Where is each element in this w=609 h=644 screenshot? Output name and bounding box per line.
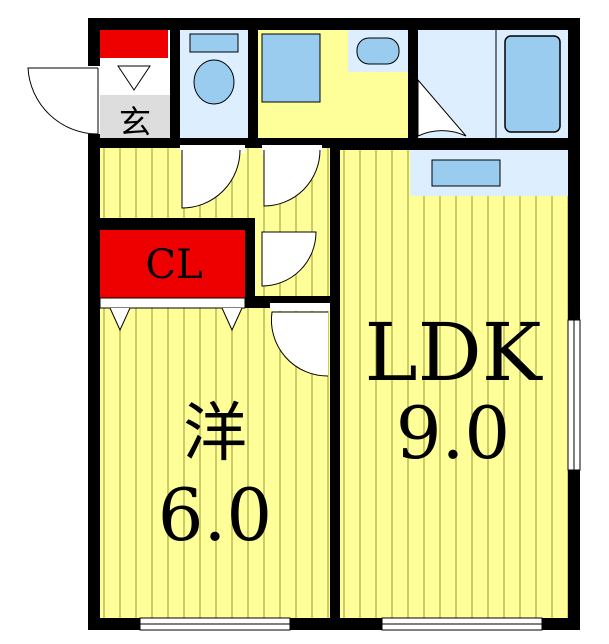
shoe-closet (100, 30, 168, 58)
closet-rail (99, 297, 246, 309)
ldk-size: 9.0 (396, 391, 511, 475)
wall-closet-side (245, 218, 255, 298)
washroom-door-gap (262, 145, 322, 153)
entrance-label: 玄 (119, 103, 151, 141)
western-room-size: 6.0 (158, 473, 273, 557)
bathtub-icon (504, 35, 561, 133)
hall-door-icon (261, 231, 317, 287)
closet-door-left (109, 307, 131, 332)
shoe-closet-door (117, 65, 151, 91)
ldk-floor (340, 150, 568, 618)
toilet-tank-icon (189, 33, 239, 53)
closet-label: CL (145, 242, 202, 288)
wall-western-ldk (330, 145, 340, 620)
wall-washroom-bath (408, 30, 418, 140)
kitchen-sink-icon (431, 159, 501, 187)
western-door-gap (270, 303, 330, 311)
wall-toilet-washroom (248, 30, 258, 145)
toilet-bowl-icon (193, 59, 235, 105)
wall-hallway-closet (100, 218, 255, 230)
front-door-icon (27, 67, 99, 135)
toilet-door-icon (181, 149, 241, 209)
bathroom-door-icon (417, 78, 467, 137)
toilet-door-gap (180, 145, 245, 153)
ldk-label: LDK (364, 306, 542, 399)
washroom-door-icon (263, 149, 321, 207)
entrance-floor (100, 95, 170, 142)
closet-door-right (221, 307, 243, 332)
wall-entrance-toilet (170, 30, 180, 142)
wall-wet-hallway (100, 138, 568, 148)
closet (100, 230, 245, 298)
washbasin-icon (356, 37, 400, 65)
washing-machine-icon (261, 33, 321, 103)
western-room-label: 洋 (183, 397, 247, 471)
western-door-icon (270, 311, 329, 377)
